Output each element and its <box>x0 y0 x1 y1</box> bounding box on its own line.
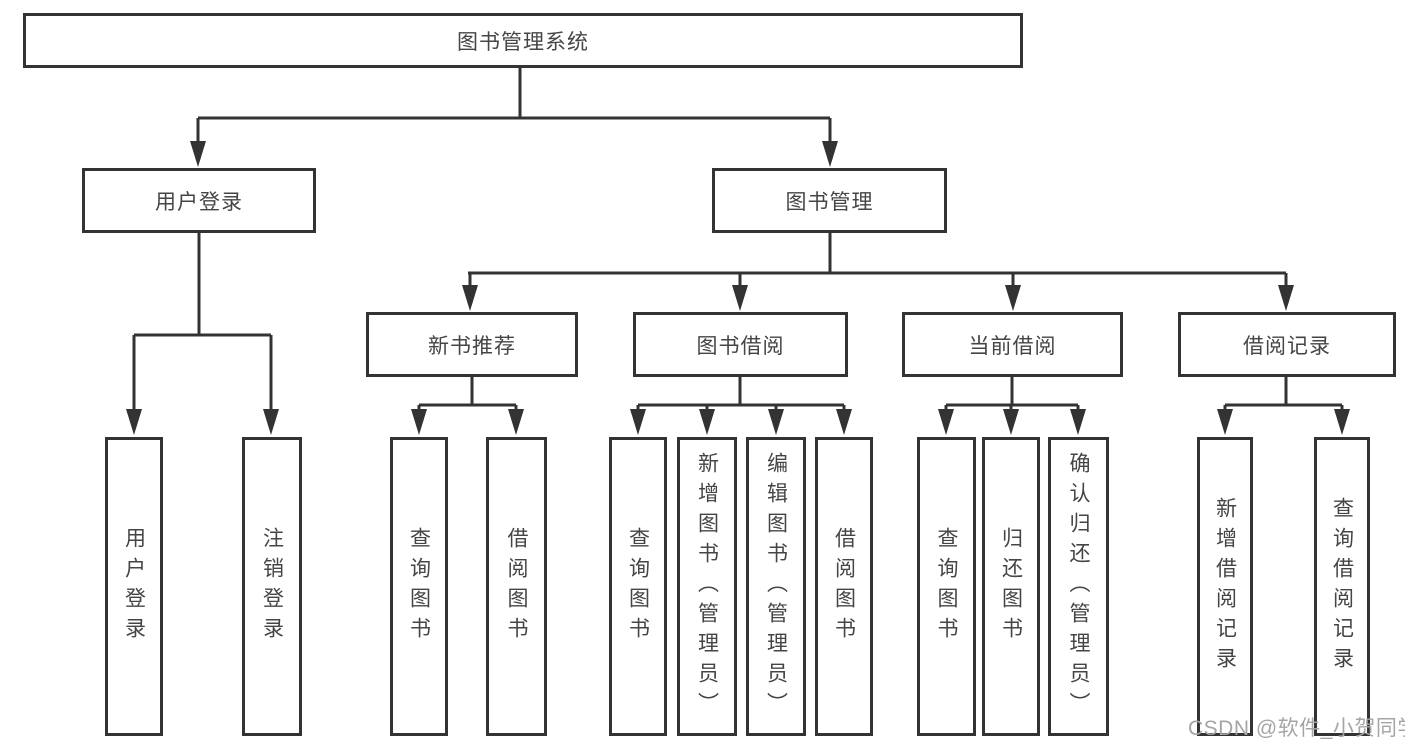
node-current-borrowing: 当前借阅 <box>902 312 1123 377</box>
node-borrowing-records: 借阅记录 <box>1178 312 1396 377</box>
node-user-login-branch: 用户登录 <box>82 168 316 233</box>
leaf-user-login: 用户登录 <box>105 437 163 736</box>
node-new-book-recommendation: 新书推荐 <box>366 312 578 377</box>
leaf-return-books: 归还图书 <box>982 437 1040 736</box>
csdn-watermark: CSDN @软件_小贺同学 <box>1188 717 1405 740</box>
arrowheads <box>126 141 1350 435</box>
leaf-logout: 注销登录 <box>242 437 302 736</box>
leaf-query-books-recommend: 查询图书 <box>390 437 448 736</box>
leaf-edit-books-admin: 编辑图书（管理员） <box>746 437 806 736</box>
leaf-query-books-current: 查询图书 <box>917 437 976 736</box>
leaf-add-borrow-record: 新增借阅记录 <box>1197 437 1253 736</box>
leaf-confirm-return-admin: 确认归还（管理员） <box>1048 437 1109 736</box>
leaf-borrow-books-borrowing: 借阅图书 <box>815 437 873 736</box>
leaf-add-books-admin: 新增图书（管理员） <box>677 437 737 736</box>
node-book-borrowing: 图书借阅 <box>633 312 848 377</box>
leaf-borrow-books-recommend: 借阅图书 <box>486 437 547 736</box>
leaf-query-books-borrowing: 查询图书 <box>609 437 667 736</box>
node-book-management-branch: 图书管理 <box>712 168 947 233</box>
node-library-management-system: 图书管理系统 <box>23 13 1023 68</box>
leaf-query-borrow-record: 查询借阅记录 <box>1314 437 1370 736</box>
